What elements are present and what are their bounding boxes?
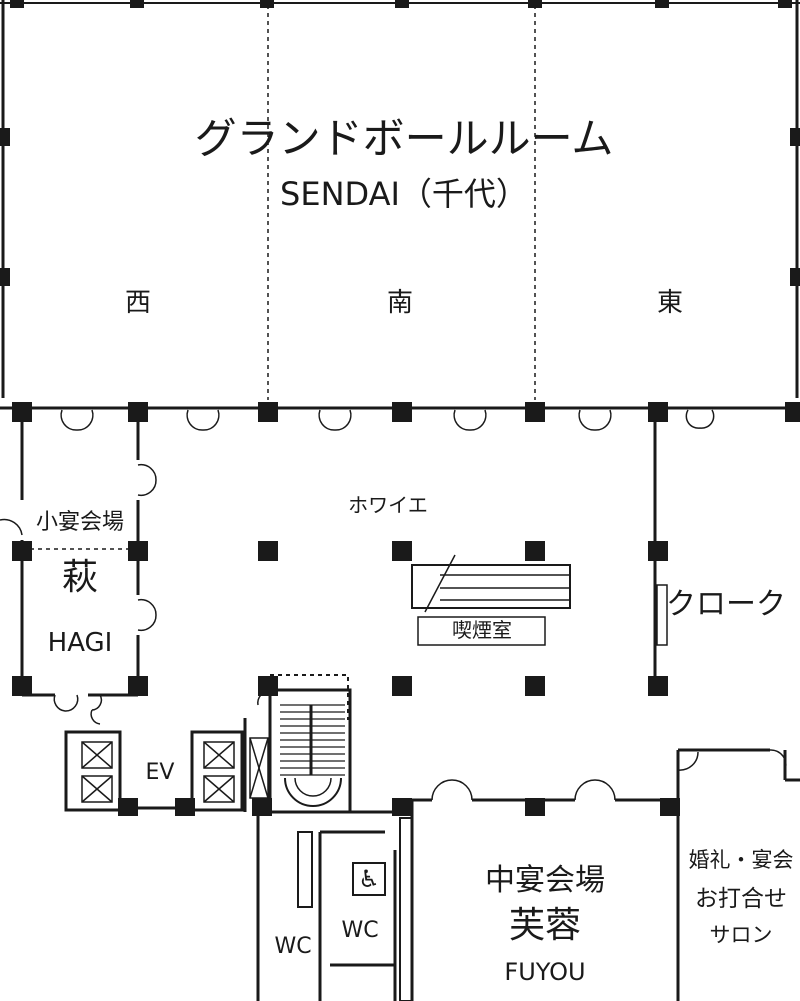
- section-south: 南: [386, 288, 414, 318]
- foyer-label: ホワイエ: [348, 493, 428, 517]
- salon-line-2: お打合せ: [695, 886, 787, 912]
- grand-ballroom-sub-name: SENDAI（千代）: [280, 175, 528, 213]
- wc-left-label: WC: [274, 934, 312, 959]
- hagi-kanji: 萩: [61, 557, 99, 598]
- wc-right-label: WC: [341, 918, 379, 943]
- cloak-label: クローク: [666, 587, 786, 622]
- fuyou-kanji: 芙蓉: [508, 905, 582, 946]
- elevator-label: EV: [145, 760, 175, 785]
- salon-line-3: サロン: [709, 923, 773, 947]
- door-hagi-side: [137, 463, 157, 497]
- wheelchair-icon: ♿: [352, 862, 386, 896]
- hagi-roman: HAGI: [47, 628, 113, 658]
- smoking-room-label: 喫煙室: [452, 618, 512, 642]
- grand-ballroom-name: グランドボールルーム: [194, 114, 614, 163]
- door-ballroom-1: [60, 409, 94, 431]
- elevator-block-left: [64, 730, 122, 812]
- fuyou-roman: FUYOU: [504, 958, 586, 986]
- salon-line-1: 婚礼・宴会: [688, 848, 794, 872]
- fuyou-title: 中宴会場: [485, 863, 605, 898]
- cloak-counter: [656, 584, 668, 646]
- door-fuyou-1: [431, 779, 473, 801]
- hagi-title: 小宴会場: [35, 510, 125, 535]
- section-east: 東: [656, 288, 684, 318]
- elevator-block-right: [190, 730, 244, 812]
- smoking-room: [411, 564, 571, 609]
- section-west: 西: [124, 288, 152, 318]
- elevator-car: [81, 741, 113, 769]
- column: [10, 0, 24, 8]
